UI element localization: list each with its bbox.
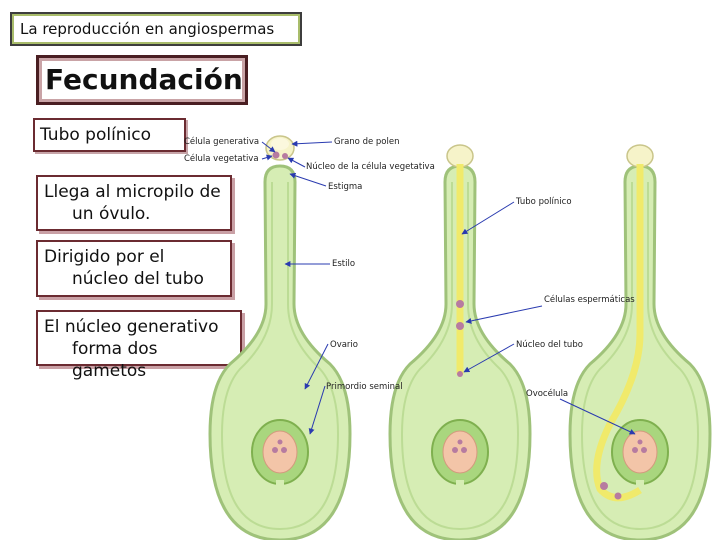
label-ovario: Ovario: [330, 340, 358, 350]
label-nucleo-del-tubo: Núcleo del tubo: [516, 340, 583, 350]
bullet-nucleo-tubo: Dirigido por el núcleo del tubo: [36, 240, 232, 297]
main-heading: Fecundación: [36, 55, 248, 105]
bullet-micropilo: Llega al micropilo de un óvulo.: [36, 175, 232, 231]
label-celulas-espermaticas: Células espermáticas: [544, 294, 635, 305]
fecundation-diagram: Célula generativa Célula vegetativa Gran…: [180, 134, 720, 542]
label-primordio-seminal: Primordio seminal: [326, 382, 403, 392]
label-estilo: Estilo: [332, 259, 355, 269]
slide-title: La reproducción en angiospermas: [10, 12, 302, 46]
label-celula-generativa: Célula generativa: [184, 136, 259, 147]
label-grano-polen: Grano de polen: [334, 137, 399, 147]
label-nucleo-celula-vegetativa: Núcleo de la célula vegetativa: [306, 161, 435, 172]
pistil-stage-3: [568, 144, 712, 542]
pistil-stage-1: [208, 135, 352, 542]
label-ovocelula: Ovocélula: [526, 388, 568, 399]
bullet-gametos: El núcleo generativo forma dos gametos: [36, 310, 242, 381]
pistil-stage-2: [388, 144, 532, 542]
subtopic-label: Tubo polínico: [33, 118, 186, 152]
label-estigma: Estigma: [328, 182, 362, 192]
annotation-arrows: [261, 140, 636, 435]
label-celula-vegetativa: Célula vegetativa: [184, 153, 259, 164]
label-tubo-polinico: Tubo polínico: [515, 197, 572, 207]
diagram-svg: Célula generativa Célula vegetativa Gran…: [184, 135, 712, 542]
